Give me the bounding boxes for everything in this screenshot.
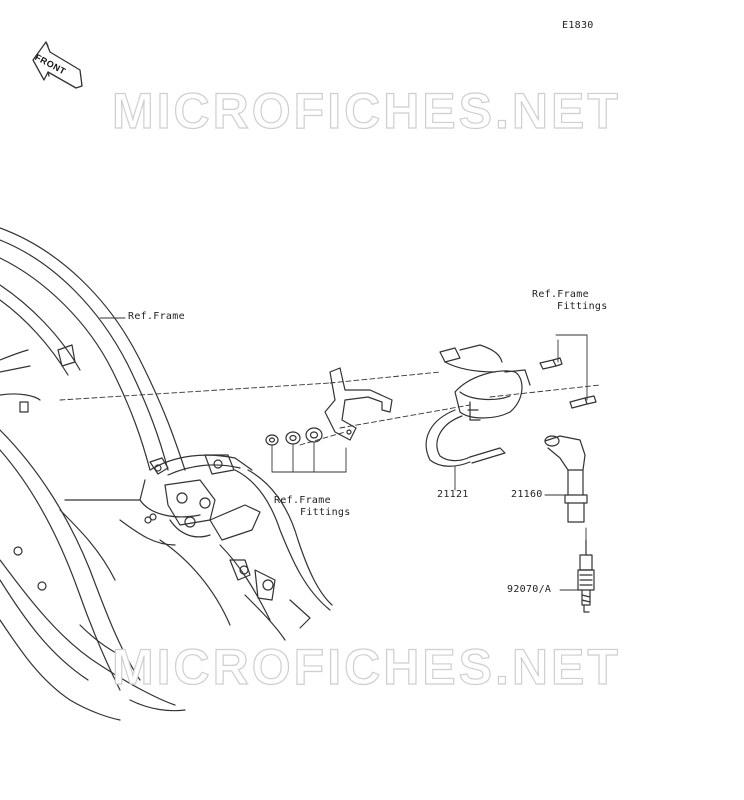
motorcycle-frame [0,227,333,721]
label-ref-frame-fittings-mid-line2: Fittings [300,507,351,518]
label-ref-frame-fittings-mid-line1: Ref.Frame [274,495,331,506]
front-arrow-icon [32,41,83,89]
label-ref-frame-fittings-top-line1: Ref.Frame [532,289,589,300]
mounting-bolts [539,357,597,409]
part-leaders [99,317,587,591]
label-ref-frame-fittings-top-line2: Fittings [557,301,608,312]
watermark-bottom: MICROFICHES.NET [111,638,621,695]
spark-plug-cap [544,435,588,523]
reference-lines [59,371,601,446]
watermark-top: MICROFICHES.NET [111,82,621,139]
diagram-code: E1830 [562,20,594,31]
ignition-coil [425,344,531,467]
label-ref-frame: Ref.Frame [128,311,185,322]
washers [265,427,323,446]
label-part-21160: 21160 [511,489,543,500]
bracket [324,367,393,441]
label-part-21121: 21121 [437,489,469,500]
spark-plug [577,539,595,613]
fittings-leaders-top [555,334,588,401]
label-part-92070: 92070/A [507,584,552,595]
fittings-leaders-mid [271,442,347,473]
